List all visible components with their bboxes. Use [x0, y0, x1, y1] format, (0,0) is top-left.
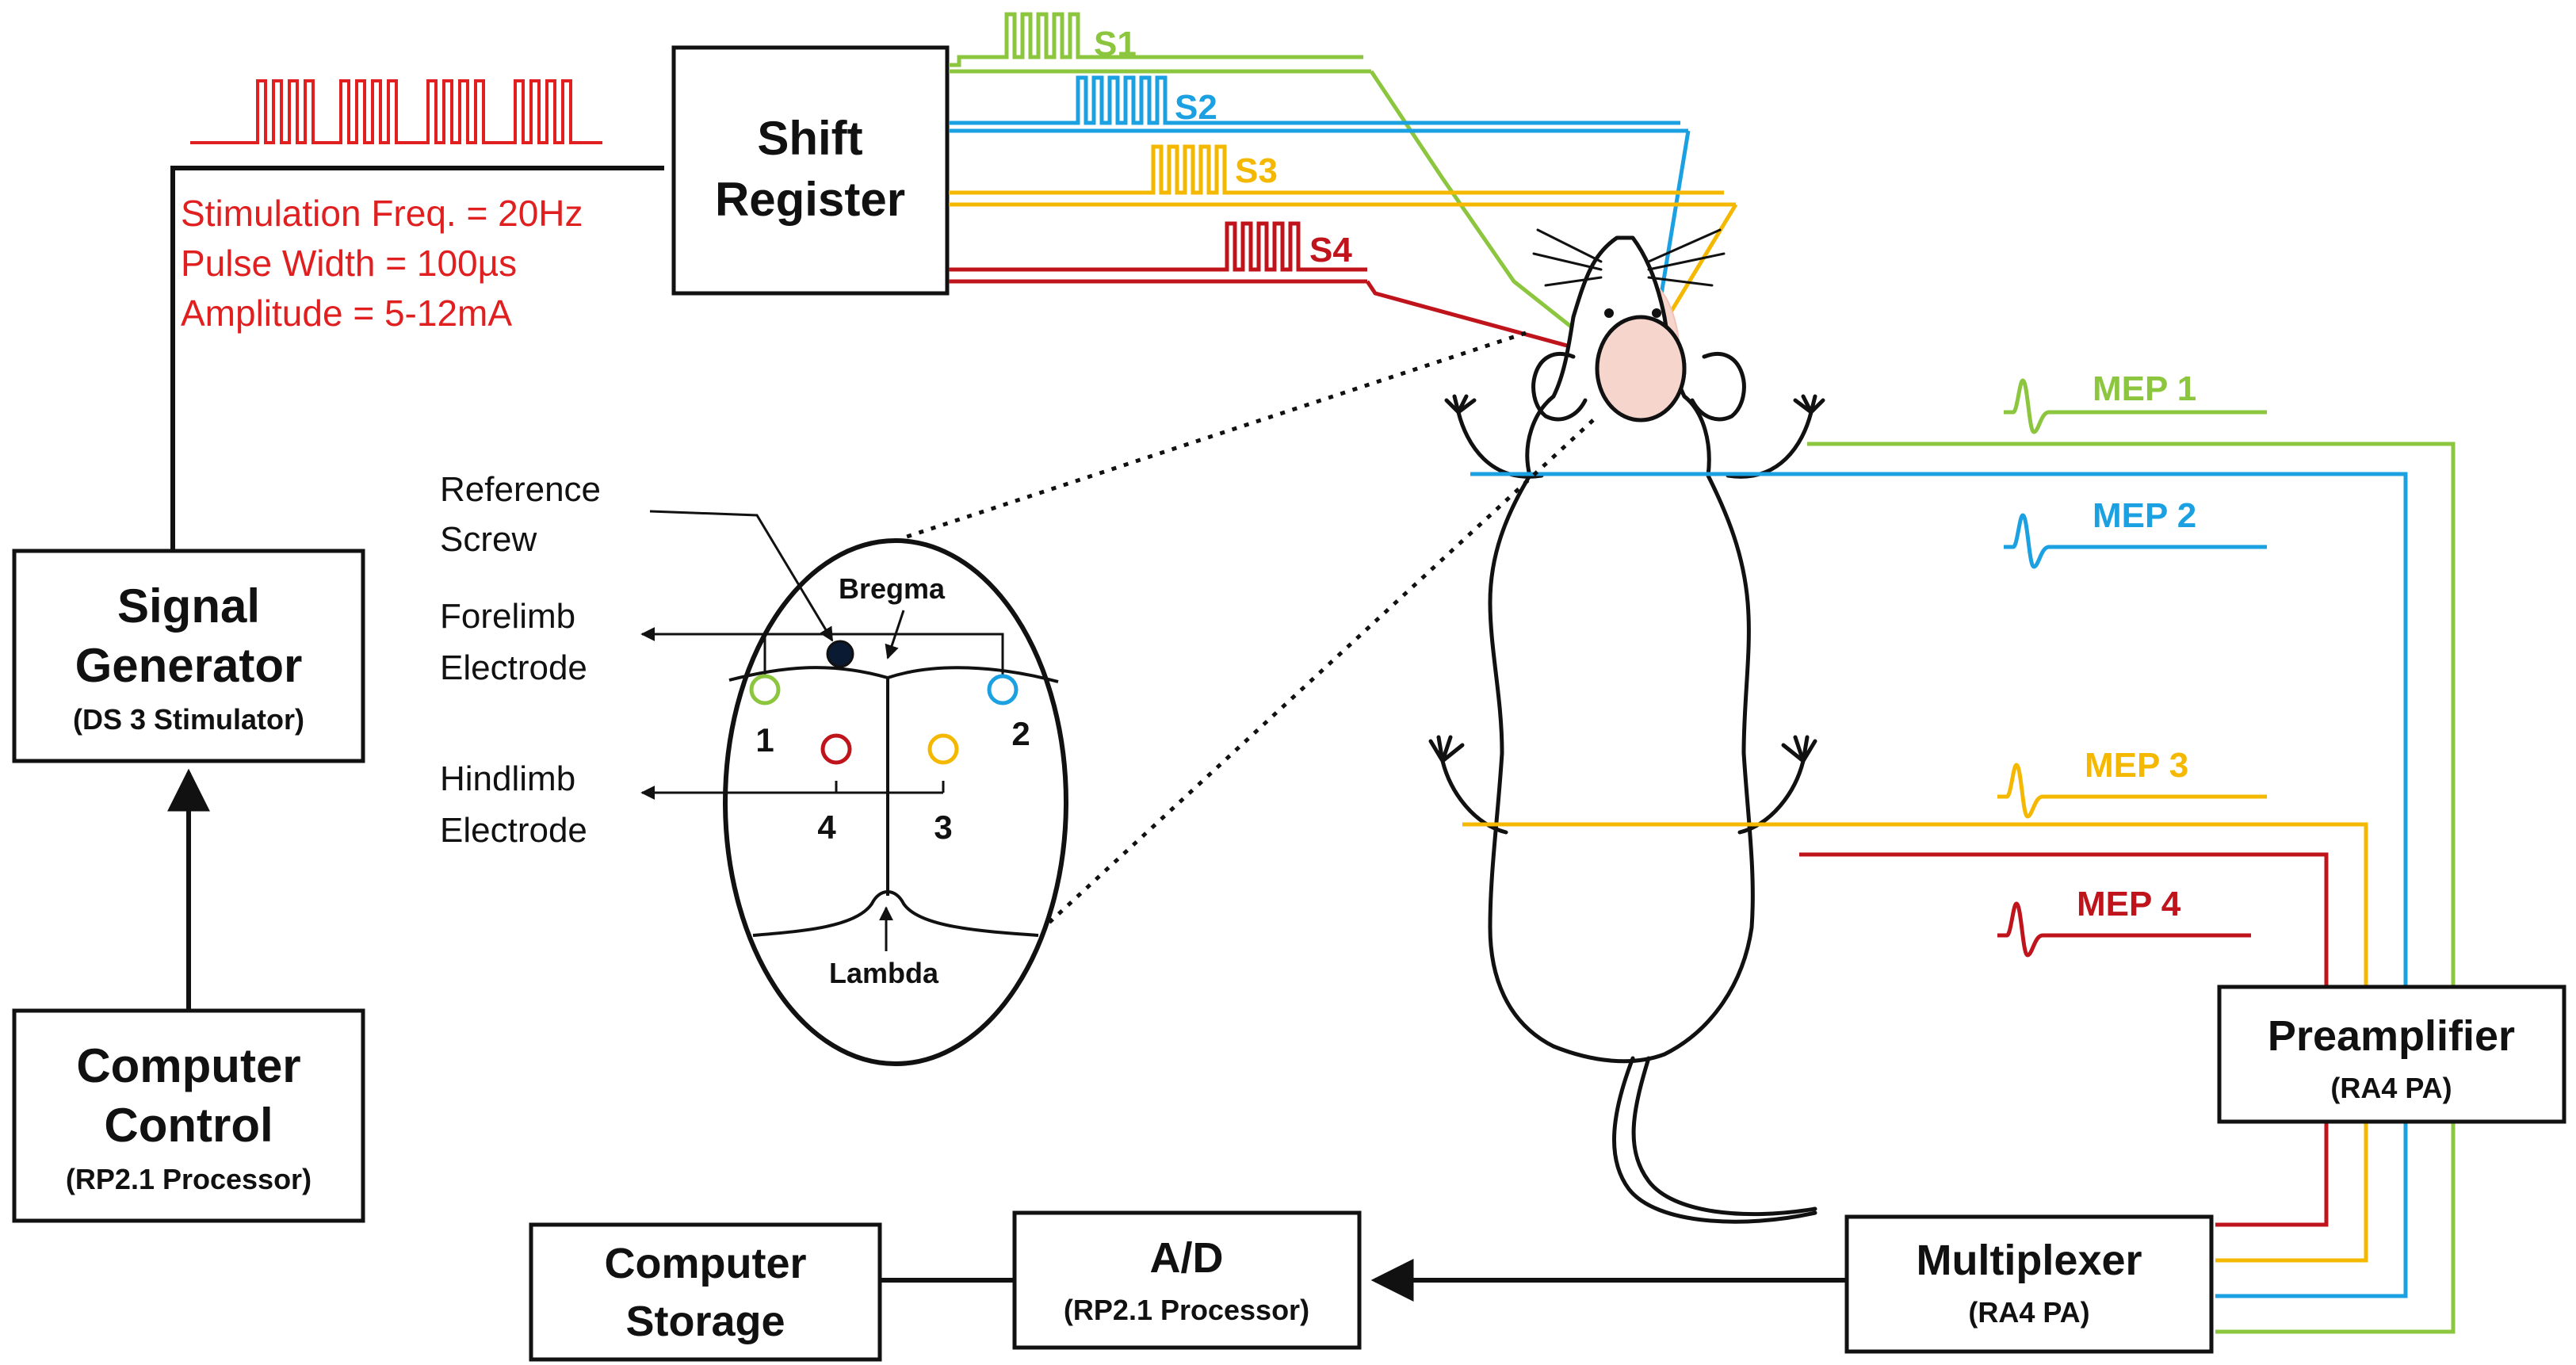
ad-title: A/D	[1150, 1234, 1224, 1282]
reference-screw	[826, 640, 854, 668]
ad-subtitle: (RP2.1 Processor)	[1064, 1294, 1309, 1326]
hindlimb-electrode-label-1: Hindlimb	[440, 759, 575, 798]
multiplexer-title: Multiplexer	[1916, 1237, 2142, 1284]
signal-generator-title-1: Signal	[117, 579, 260, 633]
rat-illustration	[1428, 228, 1825, 1224]
electrode-number-2: 2	[1011, 715, 1030, 752]
stim-label-s4: S4	[1309, 231, 1352, 270]
forelimb-electrode-label-2: Electrode	[440, 648, 587, 687]
forelimb-electrode-label-1: Forelimb	[440, 597, 575, 636]
electrode-number-4: 4	[817, 809, 836, 846]
stim-channel-s2: S2	[949, 75, 1691, 334]
stim-label-s3: S3	[1235, 151, 1278, 190]
generator-to-shift-register-wire	[170, 166, 664, 549]
stim-channel-s4: S4	[949, 221, 1638, 367]
stim-label-s2: S2	[1175, 88, 1217, 127]
mep-channel-1: MEP 1	[1807, 369, 2456, 1334]
bregma-label: Bregma	[839, 572, 946, 605]
electrode-number-1: 1	[755, 721, 774, 759]
reference-screw-label-2: Screw	[440, 520, 537, 559]
inset-guide-line-bottom	[1021, 419, 1595, 949]
signal-generator-box: Signal Generator (DS 3 Stimulator)	[12, 549, 365, 763]
reference-screw-pointer	[649, 510, 834, 642]
electrode-number-3: 3	[934, 809, 952, 846]
computer-storage-box: Computer Storage	[529, 1222, 882, 1362]
reference-screw-label-1: Reference	[440, 470, 601, 509]
electrode-2	[987, 674, 1019, 705]
mep-label-4: MEP 4	[2077, 885, 2181, 923]
stim-channel-s1: S1	[949, 12, 1611, 358]
computer-control-title-2: Control	[104, 1099, 273, 1152]
shift-register-title-2: Register	[715, 173, 905, 226]
lambda-label: Lambda	[829, 957, 939, 989]
mep-label-2: MEP 2	[2093, 496, 2196, 535]
stim-channel-s3: S3	[949, 144, 1738, 350]
mep-label-3: MEP 3	[2085, 746, 2188, 785]
stim-label-s1: S1	[1094, 25, 1137, 63]
computer-control-subtitle: (RP2.1 Processor)	[66, 1163, 311, 1195]
signal-generator-subtitle: (DS 3 Stimulator)	[73, 703, 304, 736]
ad-box: A/D (RP2.1 Processor)	[1012, 1210, 1362, 1350]
hindlimb-electrode-label-2: Electrode	[440, 811, 587, 850]
preamplifier-title: Preamplifier	[2268, 1012, 2515, 1060]
mep-label-1: MEP 1	[2093, 369, 2196, 408]
multiplexer-subtitle: (RA4 PA)	[1968, 1296, 2089, 1329]
preamplifier-subtitle: (RA4 PA)	[2330, 1072, 2452, 1104]
shift-register-box: Shift Register	[671, 45, 950, 296]
computer-control-box: Computer Control (RP2.1 Processor)	[12, 1008, 365, 1223]
multiplexer-box: Multiplexer (RA4 PA)	[1844, 1214, 2214, 1354]
computer-storage-title-1: Computer	[605, 1240, 807, 1287]
computer-control-title-1: Computer	[76, 1039, 300, 1092]
computer-storage-title-2: Storage	[625, 1298, 785, 1345]
electrode-3	[927, 733, 959, 765]
electrode-4	[820, 733, 852, 765]
preamplifier-box: Preamplifier (RA4 PA)	[2217, 985, 2566, 1124]
shift-register-title-1: Shift	[757, 112, 862, 165]
mep-channel-2: MEP 2	[1470, 472, 2408, 1298]
stimulation-pulse-train	[190, 79, 602, 144]
amplitude-note: Amplitude = 5-12mA	[181, 292, 512, 334]
inset-guide-line-top	[899, 331, 1527, 541]
signal-generator-title-2: Generator	[75, 639, 303, 692]
pulse-width-note: Pulse Width = 100µs	[181, 243, 517, 284]
stimulation-frequency-note: Stimulation Freq. = 20Hz	[181, 193, 583, 234]
electrode-1	[749, 674, 781, 705]
skull-inset: 1 2 3 4 Bregma Lambda	[723, 538, 1068, 1066]
